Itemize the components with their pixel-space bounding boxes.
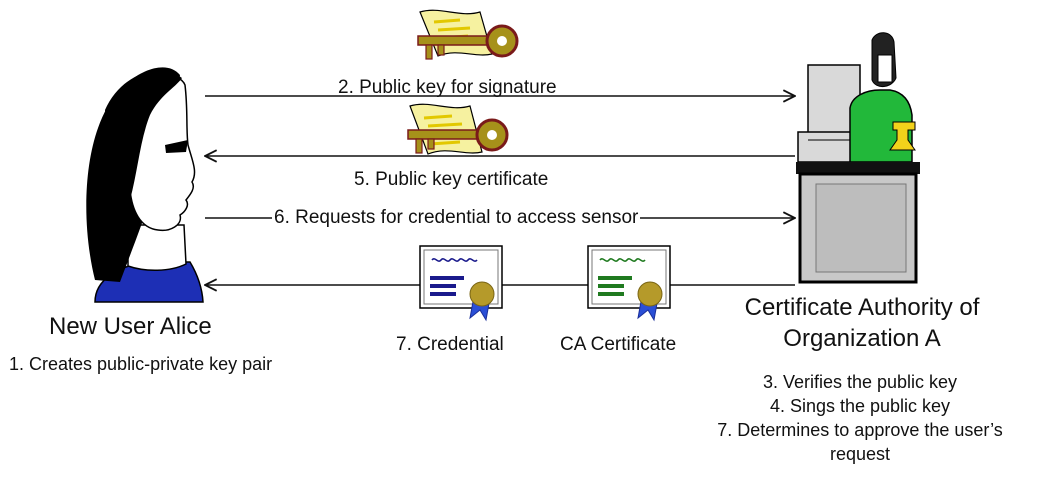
arrow-5-label: 5. Public key certificate <box>354 169 549 190</box>
user-avatar-icon <box>86 67 204 303</box>
ca-note-3: 7. Determines to approve the user’s <box>717 420 1003 440</box>
credential-label: 7. Credential <box>396 334 504 355</box>
arrow-2-label: 2. Public key for signature <box>338 77 557 98</box>
ca-note-4: request <box>829 444 891 464</box>
arrow-6-label: 6. Requests for credential to access sen… <box>272 207 641 228</box>
ca-avatar-icon <box>796 32 920 284</box>
user-note: 1. Creates public-private key pair <box>9 354 273 374</box>
key-scroll-icon-top <box>417 9 519 60</box>
ca-name-line-2: Organization A <box>783 325 941 352</box>
key-scroll-icon-middle <box>407 103 509 155</box>
ca-name-line-1: Certificate Authority of <box>744 294 980 321</box>
ca-note-1: 3. Verifies the public key <box>762 372 958 392</box>
credential-certificate-icon <box>419 245 503 322</box>
ca-certificate-label: CA Certificate <box>560 334 677 355</box>
ca-note-2: 4. Sings the public key <box>769 396 951 416</box>
ca-certificate-icon <box>587 245 671 322</box>
user-name: New User Alice <box>49 313 212 340</box>
